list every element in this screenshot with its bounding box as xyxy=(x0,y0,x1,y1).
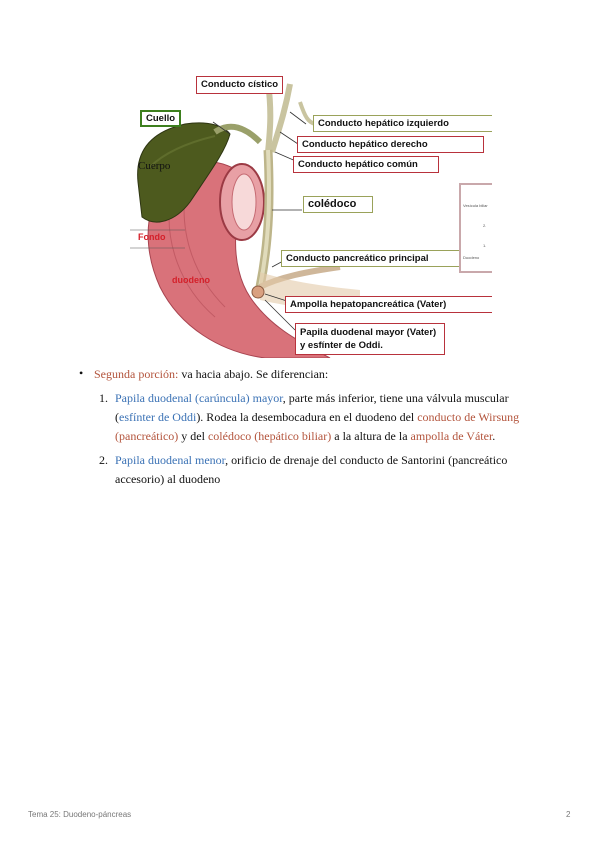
item-number: 2. xyxy=(99,451,108,470)
label-conducto-hepatico-comun: Conducto hepático común xyxy=(293,156,439,173)
footer-title: Tema 25: Duodeno-páncreas xyxy=(28,810,131,819)
term-papila-menor: Papila duodenal menor xyxy=(115,453,225,467)
label-papila: Papila duodenal mayor (Vater) y esfínter… xyxy=(295,323,445,355)
label-conducto-cistico: Conducto cístico xyxy=(196,76,283,94)
anatomy-figure: Conducto cístico Cuello Conducto hepátic… xyxy=(130,72,492,358)
term-esfinter-oddi: esfínter de Oddi xyxy=(119,410,196,424)
term-coledoco: colédoco (hepático biliar) xyxy=(208,429,331,443)
label-conducto-hepatico-derecho: Conducto hepático derecho xyxy=(297,136,484,153)
label-ampolla: Ampolla hepatopancreática (Vater) xyxy=(285,296,492,313)
page-number: 2 xyxy=(566,810,570,819)
text-segment: ). Rodea la desembocadura en el duodeno … xyxy=(196,410,417,424)
text-segment: a la altura de la xyxy=(331,429,410,443)
text-segment: y del xyxy=(178,429,208,443)
bullet-rest: va hacia abajo. Se diferencian: xyxy=(178,367,328,381)
ampulla-shape xyxy=(252,286,264,298)
label-conducto-pancreatico-principal: Conducto pancreático principal xyxy=(281,250,465,267)
text-segment: . xyxy=(492,429,495,443)
left-hepatic-duct xyxy=(272,84,290,152)
label-cuerpo: Cuerpo xyxy=(138,161,170,172)
bullet-term: Segunda porción: xyxy=(94,367,178,381)
item-number: 1. xyxy=(99,389,108,408)
inset-text-4: Duodeno xyxy=(463,255,479,260)
label-duodeno: duodeno xyxy=(172,275,210,286)
inset-diagram: Vesícula biliar 2. 1. Duodeno xyxy=(459,183,492,273)
inset-text-2: 2. xyxy=(483,223,486,228)
bullet-marker: • xyxy=(79,366,83,381)
inset-text-1: Vesícula biliar xyxy=(463,203,488,208)
inset-text-3: 1. xyxy=(483,243,486,248)
label-cuello: Cuello xyxy=(140,110,181,127)
label-coledoco: colédoco xyxy=(303,196,373,213)
term-ampolla-vater: ampolla de Váter xyxy=(411,429,493,443)
bullet-text: Segunda porción: va hacia abajo. Se dife… xyxy=(94,366,328,382)
item-text: Papila duodenal (carúncula) mayor, parte… xyxy=(115,389,530,446)
label-fondo: Fondo xyxy=(138,232,166,243)
label-conducto-hepatico-izquierdo: Conducto hepático izquierdo xyxy=(313,115,492,132)
term-papila-mayor: Papila duodenal (carúncula) mayor xyxy=(115,391,283,405)
item-text: Papila duodenal menor, orificio de drena… xyxy=(115,451,530,489)
